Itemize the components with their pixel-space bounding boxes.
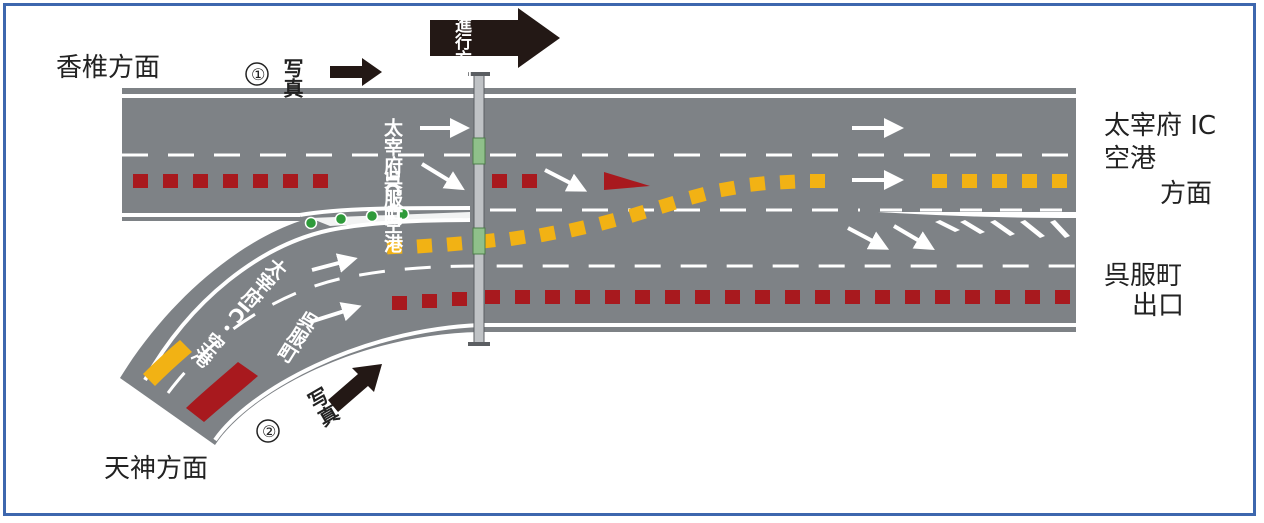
lane-text-upper-gofuku: 呉服町 <box>381 170 403 227</box>
lane-arrows <box>309 118 935 324</box>
lane-lines <box>122 153 1076 394</box>
overhead-sign-upper <box>472 137 486 165</box>
yellow-guide-line <box>143 174 1067 386</box>
lane-text-upper-dazaifu: 太宰府IC・空港 <box>381 117 403 254</box>
red-guide-line <box>133 172 1070 422</box>
delineator-markers <box>304 207 410 230</box>
gore-chevrons <box>310 212 1076 238</box>
place-gofuku-1: 呉服町 <box>1104 261 1183 291</box>
photo-1-arrow <box>330 58 382 86</box>
sign-gantry <box>468 72 490 346</box>
place-tenjin: 天神方面 <box>104 454 209 484</box>
photo-1-number: ① <box>251 65 265 84</box>
photo-2-arrow <box>328 364 382 412</box>
direction-label: 進行方向 <box>451 16 473 85</box>
photo-1-marker: ① 写真 <box>245 58 382 99</box>
photo-2-number: ② <box>262 422 276 441</box>
place-gofuku-2: 出口 <box>1132 291 1185 321</box>
direction-arrow: 進行方向 <box>430 8 560 85</box>
photo-1-label: 写真 <box>280 58 304 99</box>
place-dazaifu-3: 方面 <box>1160 179 1213 209</box>
place-dazaifu-2: 空港 <box>1104 144 1157 174</box>
overhead-sign-lower <box>472 227 486 255</box>
place-kashii: 香椎方面 <box>56 53 161 83</box>
place-dazaifu-1: 太宰府 IC <box>1104 111 1217 141</box>
diagram-frame <box>3 3 1256 516</box>
